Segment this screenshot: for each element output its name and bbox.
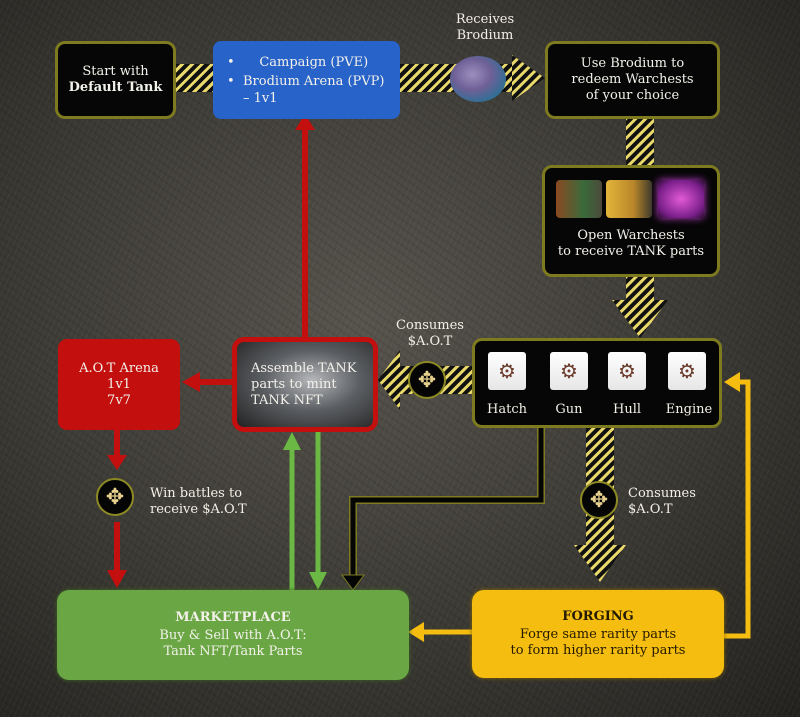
hazard-arrowhead-forging bbox=[574, 545, 626, 582]
win-line2: receive $A.O.T bbox=[150, 502, 247, 517]
consumes-aot-label-top: Consumes $A.O.T bbox=[390, 318, 470, 350]
aot-coin-icon: ✥ bbox=[408, 361, 446, 399]
receives-line2: Brodium bbox=[456, 28, 514, 43]
warchest-rare-icon bbox=[606, 180, 652, 218]
aot-coin-icon: ✥ bbox=[580, 481, 618, 519]
consumes-aot-label-forge: Consumes $A.O.T bbox=[628, 486, 696, 518]
forging-title: FORGING bbox=[562, 609, 634, 624]
hazard-arrowhead-parts bbox=[612, 300, 668, 338]
arena-line3: 7v7 bbox=[107, 392, 131, 408]
consumes-top-line2: $A.O.T bbox=[407, 334, 453, 349]
arena-line1: A.O.T Arena bbox=[79, 360, 159, 376]
mode-item: Campaign (PVE) bbox=[227, 53, 384, 72]
start-line2: Default Tank bbox=[68, 80, 163, 95]
marketplace-title: MARKETPLACE bbox=[175, 610, 291, 625]
redeem-line2: redeem Warchests bbox=[571, 72, 694, 87]
marketplace-line2: Tank NFT/Tank Parts bbox=[163, 644, 303, 659]
receives-brodium-label: Receives Brodium bbox=[440, 12, 530, 44]
start-line1: Start with bbox=[82, 64, 149, 79]
part-label-gun: Gun bbox=[555, 402, 583, 417]
hazard-arrowhead-redeem bbox=[512, 55, 545, 101]
open-chests-line1: Open Warchests bbox=[577, 228, 685, 243]
forging-line1: Forge same rarity parts bbox=[519, 627, 677, 642]
mode-item: Brodium Arena (PVP) bbox=[227, 72, 384, 91]
part-label-hatch: Hatch bbox=[487, 402, 527, 417]
arena-line2: 1v1 bbox=[107, 376, 131, 392]
hazard-arrowhead-assemble bbox=[378, 350, 400, 410]
redeem-line3: of your choice bbox=[585, 88, 680, 103]
aot-arena-node: A.O.T Arena 1v1 7v7 bbox=[58, 339, 180, 430]
assemble-line2: parts to mint bbox=[251, 376, 337, 392]
assemble-line3: TANK NFT bbox=[251, 392, 323, 408]
gun-part-icon: ⚙ bbox=[550, 352, 588, 390]
win-line1: Win battles to bbox=[150, 486, 243, 501]
black-arrow-parts-to-marketplace bbox=[349, 428, 545, 578]
open-chests-line2: to receive TANK parts bbox=[557, 244, 705, 259]
consumes-forge-line1: Consumes bbox=[628, 486, 696, 501]
marketplace-line1: Buy & Sell with A.O.T: bbox=[159, 628, 307, 643]
game-modes-node: Campaign (PVE) Brodium Arena (PVP) – 1v1 bbox=[213, 41, 400, 119]
hull-part-icon: ⚙ bbox=[608, 352, 646, 390]
receives-line1: Receives bbox=[455, 12, 515, 27]
part-label-engine: Engine bbox=[665, 402, 713, 417]
forging-node: FORGING Forge same rarity parts to form … bbox=[472, 590, 724, 678]
aot-coin-icon: ✥ bbox=[96, 478, 134, 516]
yellow-arrow-forging-to-parts bbox=[723, 379, 751, 639]
consumes-top-line1: Consumes bbox=[396, 318, 464, 333]
brodium-gem-icon bbox=[450, 56, 506, 102]
consumes-forge-line2: $A.O.T bbox=[628, 502, 673, 517]
part-label-hull: Hull bbox=[612, 402, 642, 417]
game-modes-list: Campaign (PVE) Brodium Arena (PVP) bbox=[227, 53, 384, 91]
hazard-connector-redeem-chests bbox=[626, 118, 654, 166]
marketplace-node: MARKETPLACE Buy & Sell with A.O.T: Tank … bbox=[57, 590, 409, 680]
win-battles-label: Win battles to receive $A.O.T bbox=[150, 486, 247, 518]
forging-line2: to form higher rarity parts bbox=[510, 643, 686, 658]
start-default-tank-node: Start with Default Tank bbox=[55, 41, 176, 119]
assemble-tank-nft-node: Assemble TANK parts to mint TANK NFT bbox=[232, 337, 378, 432]
redeem-line1: Use Brodium to bbox=[580, 56, 685, 71]
warchest-common-icon bbox=[556, 180, 602, 218]
engine-part-icon: ⚙ bbox=[668, 352, 706, 390]
hatch-part-icon: ⚙ bbox=[488, 352, 526, 390]
warchest-epic-icon bbox=[658, 180, 704, 218]
redeem-warchests-node: Use Brodium to redeem Warchests of your … bbox=[545, 41, 720, 119]
mode-item-continuation: – 1v1 bbox=[243, 91, 278, 106]
hazard-connector-start-modes bbox=[174, 64, 216, 92]
assemble-line1: Assemble TANK bbox=[251, 360, 357, 376]
